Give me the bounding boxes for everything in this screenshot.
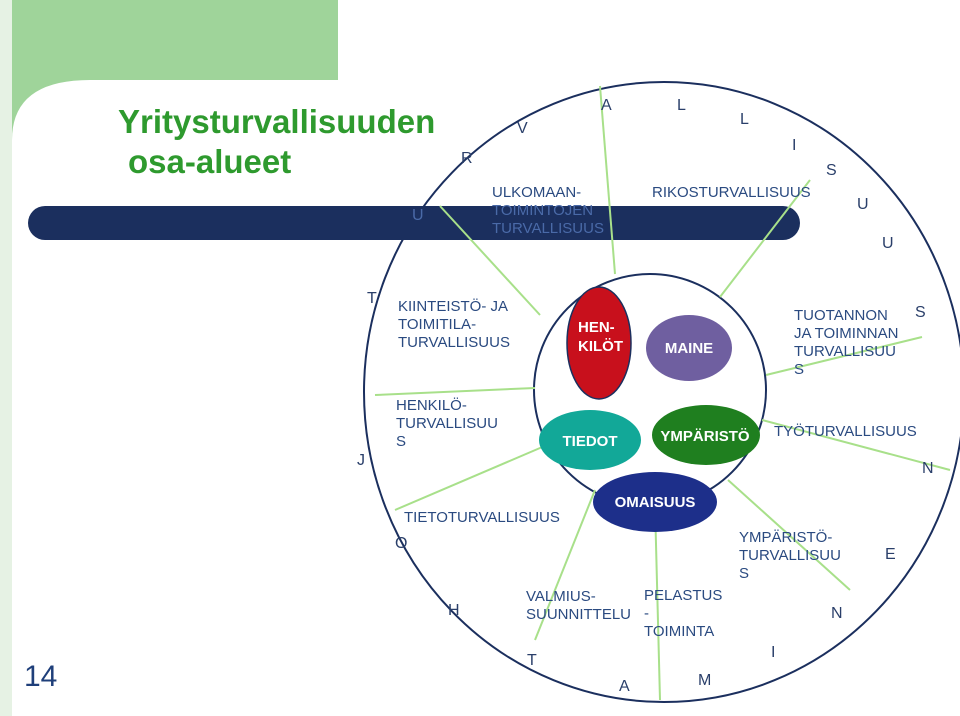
area-line: S (794, 361, 805, 378)
area-line: HENKILÖ- (396, 397, 467, 414)
ring-letter: I (771, 644, 776, 661)
area-ymparisto: YMPÄRISTÖ- TURVALLISUU S (739, 529, 841, 583)
area-line: TOIMINTOJEN (492, 202, 594, 219)
area-line: TUOTANNON (794, 307, 888, 324)
area-line: JA TOIMINNAN (794, 325, 899, 342)
ring-letter: V (517, 120, 528, 137)
ring-letter: U (882, 235, 894, 252)
ring-letter: S (915, 304, 926, 321)
area-tyo: TYÖTURVALLISUUS (774, 423, 917, 441)
left-edge-strip (0, 0, 12, 716)
area-tieto: TIETOTURVALLISUUS (404, 509, 560, 527)
divider-line (765, 336, 923, 376)
ring-letter: E (885, 546, 896, 563)
area-line: TIETOTURVALLISUUS (404, 509, 560, 526)
ymparisto-node (652, 405, 760, 465)
ymparisto-label: YMPÄRISTÖ (660, 428, 750, 445)
ring-letter: N (831, 605, 843, 622)
slide-title: Yritysturvallisuuden osa-alueet (118, 102, 435, 182)
area-line: TURVALLISUU (739, 547, 841, 564)
maine-label: MAINE (664, 340, 714, 357)
title-line-1: Yritysturvallisuuden (118, 103, 436, 140)
ring-letter: O (395, 535, 408, 552)
divider-line (761, 419, 951, 471)
area-line: TOIMINTA (644, 623, 715, 640)
ring-letter: U (412, 207, 424, 224)
divider-line (654, 504, 661, 701)
ring-letter: N (922, 460, 934, 477)
tiedot-label: TIEDOT (562, 433, 618, 450)
ring-letter: A (619, 678, 630, 695)
area-line: TURVALLISUUS (492, 220, 604, 237)
area-line: RIKOSTURVALLISUUS (652, 184, 811, 201)
ring-letter: H (448, 602, 460, 619)
ring-letter: M (698, 672, 712, 689)
area-valmius: VALMIUS- SUUNNITTELU (526, 588, 631, 624)
ring-letter: J (357, 452, 365, 469)
tiedot-node (539, 410, 641, 470)
divider-lines (374, 85, 951, 701)
maine-node (646, 315, 732, 381)
ring-letter: S (826, 162, 837, 179)
page-number: 14 (24, 660, 58, 693)
area-line: S (396, 433, 407, 450)
omaisuus-node (593, 472, 717, 532)
omaisuus-label: OMAISUUS (614, 494, 696, 511)
divider-line (394, 444, 548, 511)
ring-letter: L (740, 111, 749, 128)
area-line: TURVALLISUU (794, 343, 896, 360)
area-line: S (739, 565, 750, 582)
area-line: VALMIUS- (526, 588, 596, 605)
title-band (28, 206, 800, 240)
outer-circle (363, 81, 960, 703)
area-line: TYÖTURVALLISUUS (774, 423, 917, 440)
divider-line (719, 179, 811, 298)
henkilot-node (566, 286, 632, 400)
ring-letter: R (461, 150, 473, 167)
area-tuotannon: TUOTANNON JA TOIMINNAN TURVALLISUU S (794, 307, 898, 379)
divider-line (439, 205, 541, 316)
area-line: ULKOMAAN- (492, 184, 582, 201)
area-line: SUUNNITTELU (526, 606, 632, 623)
henkilot-label: HEN- KILÖT (568, 318, 642, 356)
divider-line (727, 479, 851, 591)
ring-letter: U (857, 196, 869, 213)
node-line: KILÖT (578, 338, 623, 355)
ring-letter: T (527, 652, 537, 669)
area-line: YMPÄRISTÖ- (739, 529, 833, 546)
node-line: HEN- (578, 319, 615, 336)
area-line: - (644, 605, 649, 622)
title-line-2: osa-alueet (128, 143, 292, 180)
area-pelastus: PELASTUS - TOIMINTA (644, 587, 722, 641)
ring-letter: T (367, 290, 377, 307)
area-rikos: RIKOSTURVALLISUUS (652, 184, 811, 202)
area-line: TURVALLISUU (396, 415, 498, 432)
area-kiinteisto: KIINTEISTÖ- JA TOIMITILA- TURVALLISUUS (398, 298, 510, 352)
area-line: PELASTUS (644, 587, 723, 604)
area-line: KIINTEISTÖ- JA (398, 298, 509, 315)
divider-line (599, 85, 616, 275)
area-line: TURVALLISUUS (398, 334, 510, 351)
ring-letter: L (677, 97, 686, 114)
divider-line (374, 387, 536, 396)
ring-letter: A (601, 97, 612, 114)
ring-letter: I (792, 137, 797, 154)
divider-line (534, 489, 596, 641)
area-line: TOIMITILA- (398, 316, 477, 333)
area-henkilo: HENKILÖ- TURVALLISUU S (396, 397, 498, 451)
area-ulkomaan: ULKOMAAN- TOIMINTOJEN TURVALLISUUS (492, 184, 604, 238)
